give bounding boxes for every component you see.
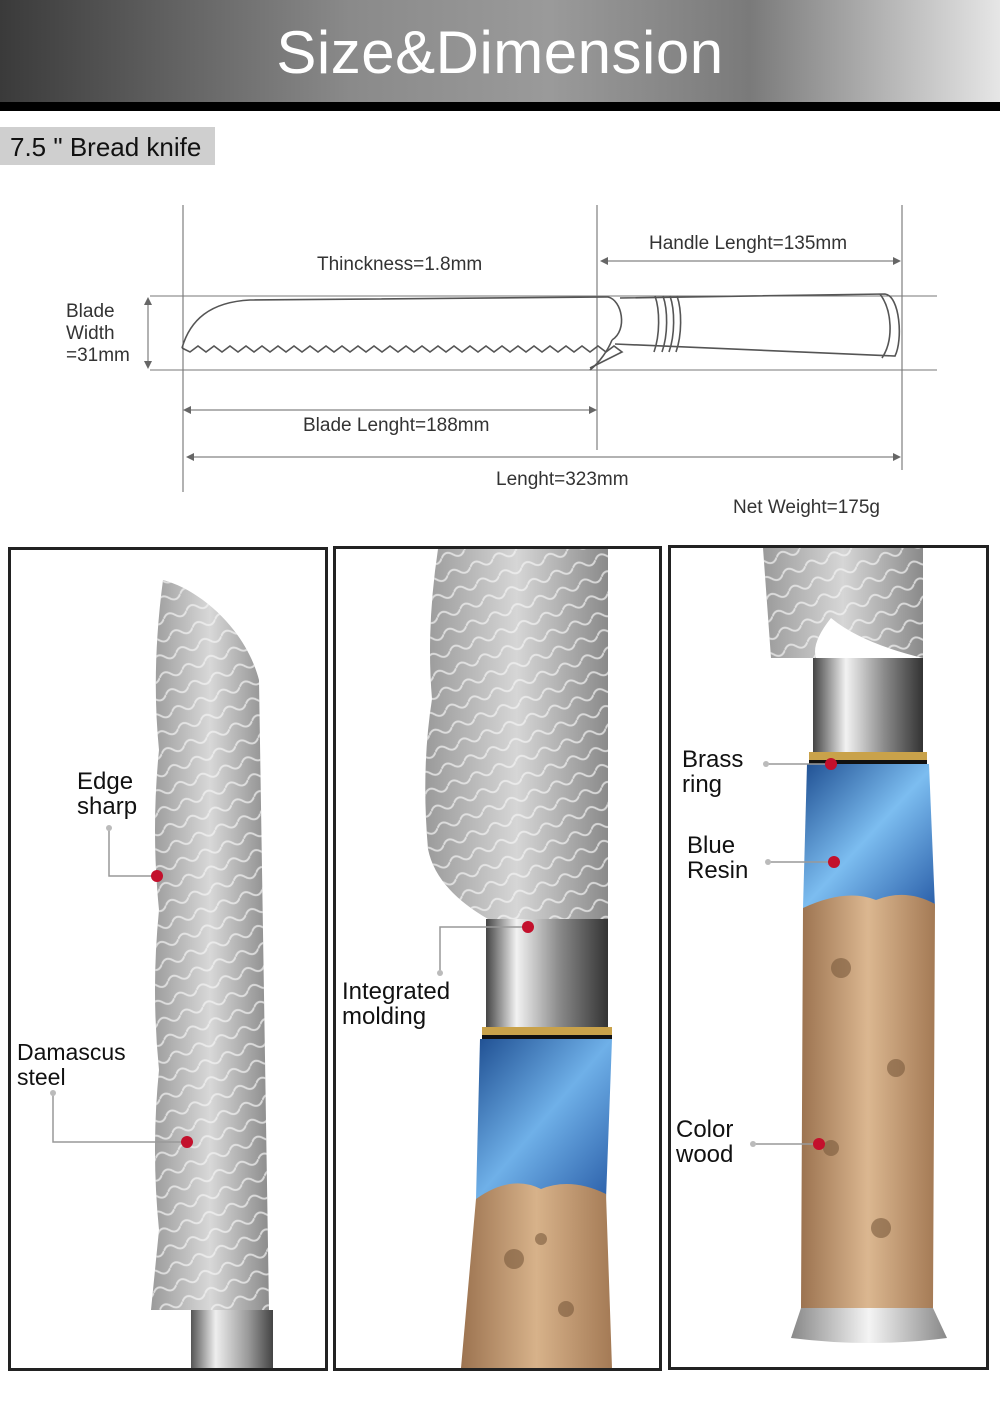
callout-resin-line2: Resin xyxy=(687,857,749,884)
callout-damascus-steel: Damascus steel xyxy=(17,1040,126,1090)
steel-marker xyxy=(181,1136,193,1148)
callout-wood-line1: Color xyxy=(676,1116,734,1143)
edge-marker xyxy=(151,870,163,882)
blade-width-line1: Blade xyxy=(66,301,115,322)
header-divider xyxy=(0,102,1000,111)
page-header: Size&Dimension xyxy=(0,0,1000,102)
handle-illustration xyxy=(750,548,947,1343)
callout-brass-line1: Brass xyxy=(682,746,744,773)
handle-detail-panel: Brass ring Blue Resin Color wood xyxy=(668,545,989,1370)
thickness-label: Thinckness=1.8mm xyxy=(317,254,483,275)
callout-integrated-line1: Integrated xyxy=(342,978,451,1005)
callout-resin-line1: Blue xyxy=(687,832,736,859)
callout-edge-line2: sharp xyxy=(77,793,138,820)
blade-illustration xyxy=(50,580,273,1368)
callout-brass-line2: ring xyxy=(682,771,723,798)
blade-width-line3: =31mm xyxy=(66,345,130,366)
wood-marker xyxy=(813,1138,825,1150)
callout-edge-line1: Edge xyxy=(77,768,134,795)
product-label: 7.5 " Bread knife xyxy=(0,127,216,165)
blade-width-label: Blade Width =31mm xyxy=(66,301,130,367)
knife-outline xyxy=(181,293,901,371)
brass-marker xyxy=(825,758,837,770)
bolster-detail-panel: Integrated molding xyxy=(333,546,662,1371)
blade-length-label: Blade Lenght=188mm xyxy=(303,415,490,436)
callout-integrated-molding: Integrated molding xyxy=(342,979,450,1029)
net-weight-label: Net Weight=175g xyxy=(733,497,880,518)
callout-integrated-line2: molding xyxy=(342,1003,427,1030)
blade-width-line2: Width xyxy=(66,323,115,344)
bolster-illustration xyxy=(425,549,612,1368)
total-length-label: Lenght=323mm xyxy=(496,469,629,490)
page-title: Size&Dimension xyxy=(276,19,724,86)
knife-dimension-drawing xyxy=(144,205,937,492)
callout-brass-ring: Brass ring xyxy=(682,747,743,797)
callout-wood-line2: wood xyxy=(676,1141,734,1168)
blade-detail-panel: Edge sharp Damascus steel xyxy=(8,547,328,1371)
callout-damascus-line2: steel xyxy=(17,1064,66,1090)
callout-blue-resin: Blue Resin xyxy=(687,833,748,883)
callout-color-wood: Color wood xyxy=(676,1117,733,1167)
bolster-marker xyxy=(522,921,534,933)
resin-marker xyxy=(828,856,840,868)
callout-damascus-line1: Damascus xyxy=(17,1039,126,1065)
handle-length-label: Handle Lenght=135mm xyxy=(649,233,848,254)
callout-edge-sharp: Edge sharp xyxy=(77,769,137,819)
